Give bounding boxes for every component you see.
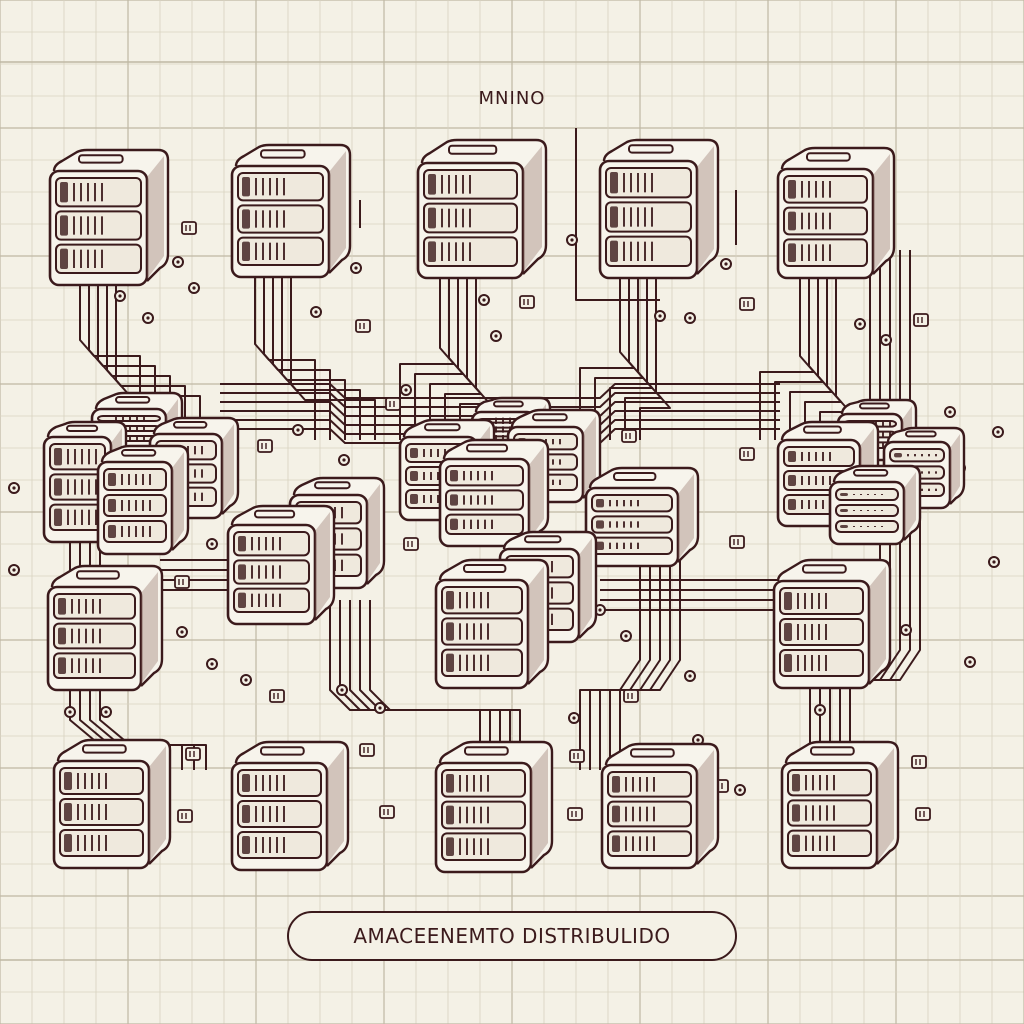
connection-line [369, 600, 521, 770]
connection-node-center [146, 316, 150, 320]
network-connector-icon [174, 575, 190, 589]
connection-node-center [354, 266, 358, 270]
network-connector-icon [569, 749, 585, 763]
network-connector-icon [729, 535, 745, 549]
connection-node-center [688, 316, 692, 320]
diagram-title: MNINO [478, 88, 546, 109]
network-connector-icon [567, 807, 583, 821]
connection-lines [8, 128, 1004, 823]
connection-node-center [482, 298, 486, 302]
connection-line [575, 240, 660, 301]
network-connector-icon [913, 313, 929, 327]
connection-node-center [118, 294, 122, 298]
connection-node-center [598, 608, 602, 612]
server-node [598, 138, 720, 280]
network-connector-icon [379, 805, 395, 819]
connection-node-center [342, 458, 346, 462]
connection-node-center [696, 738, 700, 742]
server-node [434, 558, 550, 690]
connection-node-center [572, 716, 576, 720]
network-connector-icon [385, 397, 401, 411]
server-node [776, 146, 896, 280]
connection-node-center [948, 410, 952, 414]
server-node [230, 740, 350, 872]
network-connector-icon [519, 295, 535, 309]
server-node [438, 438, 550, 548]
connection-node-center [210, 662, 214, 666]
connection-line [639, 270, 671, 440]
connection-node-center [624, 634, 628, 638]
server-node [48, 148, 170, 287]
connection-line [849, 520, 921, 770]
connection-node-center [996, 430, 1000, 434]
connection-node-center [104, 710, 108, 714]
connection-node-center [12, 568, 16, 572]
server-nodes [42, 138, 966, 874]
connection-node-center [296, 428, 300, 432]
connection-node-center [818, 708, 822, 712]
network-connector-icon [257, 439, 273, 453]
network-connector-icon [359, 743, 375, 757]
connection-line [220, 392, 780, 408]
connection-node-center [904, 628, 908, 632]
server-node [600, 742, 720, 870]
connection-node-center [404, 388, 408, 392]
server-node [584, 466, 700, 568]
server-node [828, 464, 922, 546]
connection-node-center [210, 542, 214, 546]
network-connector-icon [269, 689, 285, 703]
network-connector-icon [739, 447, 755, 461]
connection-node-center [378, 706, 382, 710]
network-connector-icon [911, 755, 927, 769]
connection-line [220, 383, 780, 399]
network-connector-icon [621, 429, 637, 443]
server-node [772, 558, 892, 690]
connection-line [339, 600, 491, 770]
network-connector-icon [181, 221, 197, 235]
network-connector-icon [623, 689, 639, 703]
server-node [226, 504, 336, 626]
connection-line [290, 270, 376, 440]
connection-node-center [688, 674, 692, 678]
server-node [780, 740, 900, 870]
network-connector-icon [915, 807, 931, 821]
connection-node-center [192, 286, 196, 290]
caption-box: AMACEENEMTO DISTRIBULIDO [287, 911, 737, 961]
connection-node-center [12, 486, 16, 490]
caption-text: AMACEENEMTO DISTRIBULIDO [353, 924, 671, 948]
server-node [230, 143, 352, 279]
server-node [46, 564, 164, 692]
connection-node-center [68, 710, 72, 714]
server-node [434, 740, 554, 874]
connection-line [619, 560, 681, 770]
connection-node-center [180, 630, 184, 634]
connection-node-center [314, 310, 318, 314]
network-connector-icon [739, 297, 755, 311]
connection-node-center [340, 688, 344, 692]
connection-node-center [738, 788, 742, 792]
connection-node-center [858, 322, 862, 326]
connection-node-center [658, 314, 662, 318]
connection-node-center [968, 660, 972, 664]
server-node [96, 444, 190, 556]
server-node [416, 138, 548, 280]
network-connector-icon [177, 809, 193, 823]
network-connector-icon [403, 537, 419, 551]
connection-node-center [570, 238, 574, 242]
connection-line [329, 600, 481, 770]
connection-node-center [992, 560, 996, 564]
connection-node-center [494, 334, 498, 338]
connection-node-center [244, 678, 248, 682]
network-connector-icon [355, 319, 371, 333]
network-connector-icon [185, 747, 201, 761]
connection-node-center [884, 338, 888, 342]
server-node [52, 738, 172, 870]
connection-line [349, 600, 501, 770]
connection-node-center [724, 262, 728, 266]
connection-node-center [176, 260, 180, 264]
